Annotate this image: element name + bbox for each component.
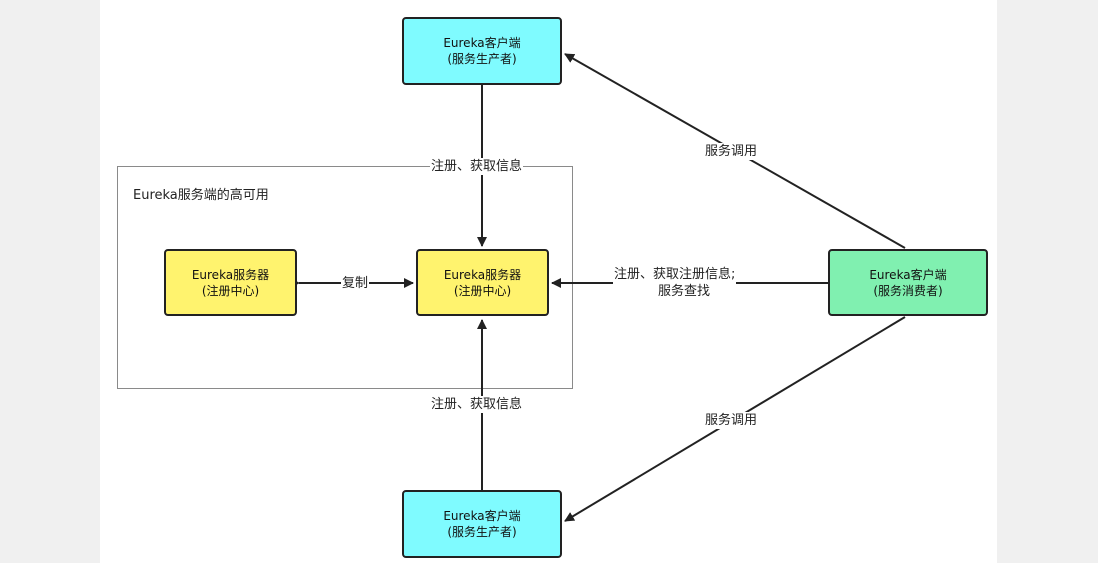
server-main-node: Eureka服务器 (注册中心): [416, 249, 549, 316]
producer-bottom-title: Eureka客户端: [443, 509, 521, 523]
producer-bottom-subtitle: (服务生产者): [447, 525, 517, 539]
call-top-label: 服务调用: [704, 143, 759, 160]
consumer-node: Eureka客户端 (服务消费者): [828, 249, 988, 316]
producer-top-title: Eureka客户端: [443, 36, 521, 50]
server-left-subtitle: (注册中心): [201, 283, 260, 298]
producer-bottom-node: Eureka客户端 (服务生产者): [402, 490, 562, 558]
consumer-register-label: 注册、获取注册信息; 服务查找: [613, 266, 737, 300]
consumer-subtitle: (服务消费者): [873, 283, 943, 298]
group-title: Eureka服务端的高可用: [133, 188, 269, 203]
server-left-title: Eureka服务器: [191, 267, 270, 282]
server-main-title: Eureka服务器: [443, 267, 522, 282]
register-top-label: 注册、获取信息: [430, 158, 524, 175]
server-left-node: Eureka服务器 (注册中心): [164, 249, 297, 316]
register-bottom-label: 注册、获取信息: [430, 396, 524, 413]
producer-top-subtitle: (服务生产者): [447, 52, 517, 66]
server-main-subtitle: (注册中心): [453, 283, 512, 298]
consumer-register-line1: 注册、获取注册信息;: [614, 267, 736, 282]
replicate-label: 复制: [341, 275, 370, 292]
consumer-title: Eureka客户端: [869, 267, 947, 282]
call-bottom-label: 服务调用: [704, 412, 759, 429]
high-availability-group: [117, 166, 573, 389]
producer-top-node: Eureka客户端 (服务生产者): [402, 17, 562, 85]
consumer-register-line2: 服务查找: [658, 284, 711, 299]
